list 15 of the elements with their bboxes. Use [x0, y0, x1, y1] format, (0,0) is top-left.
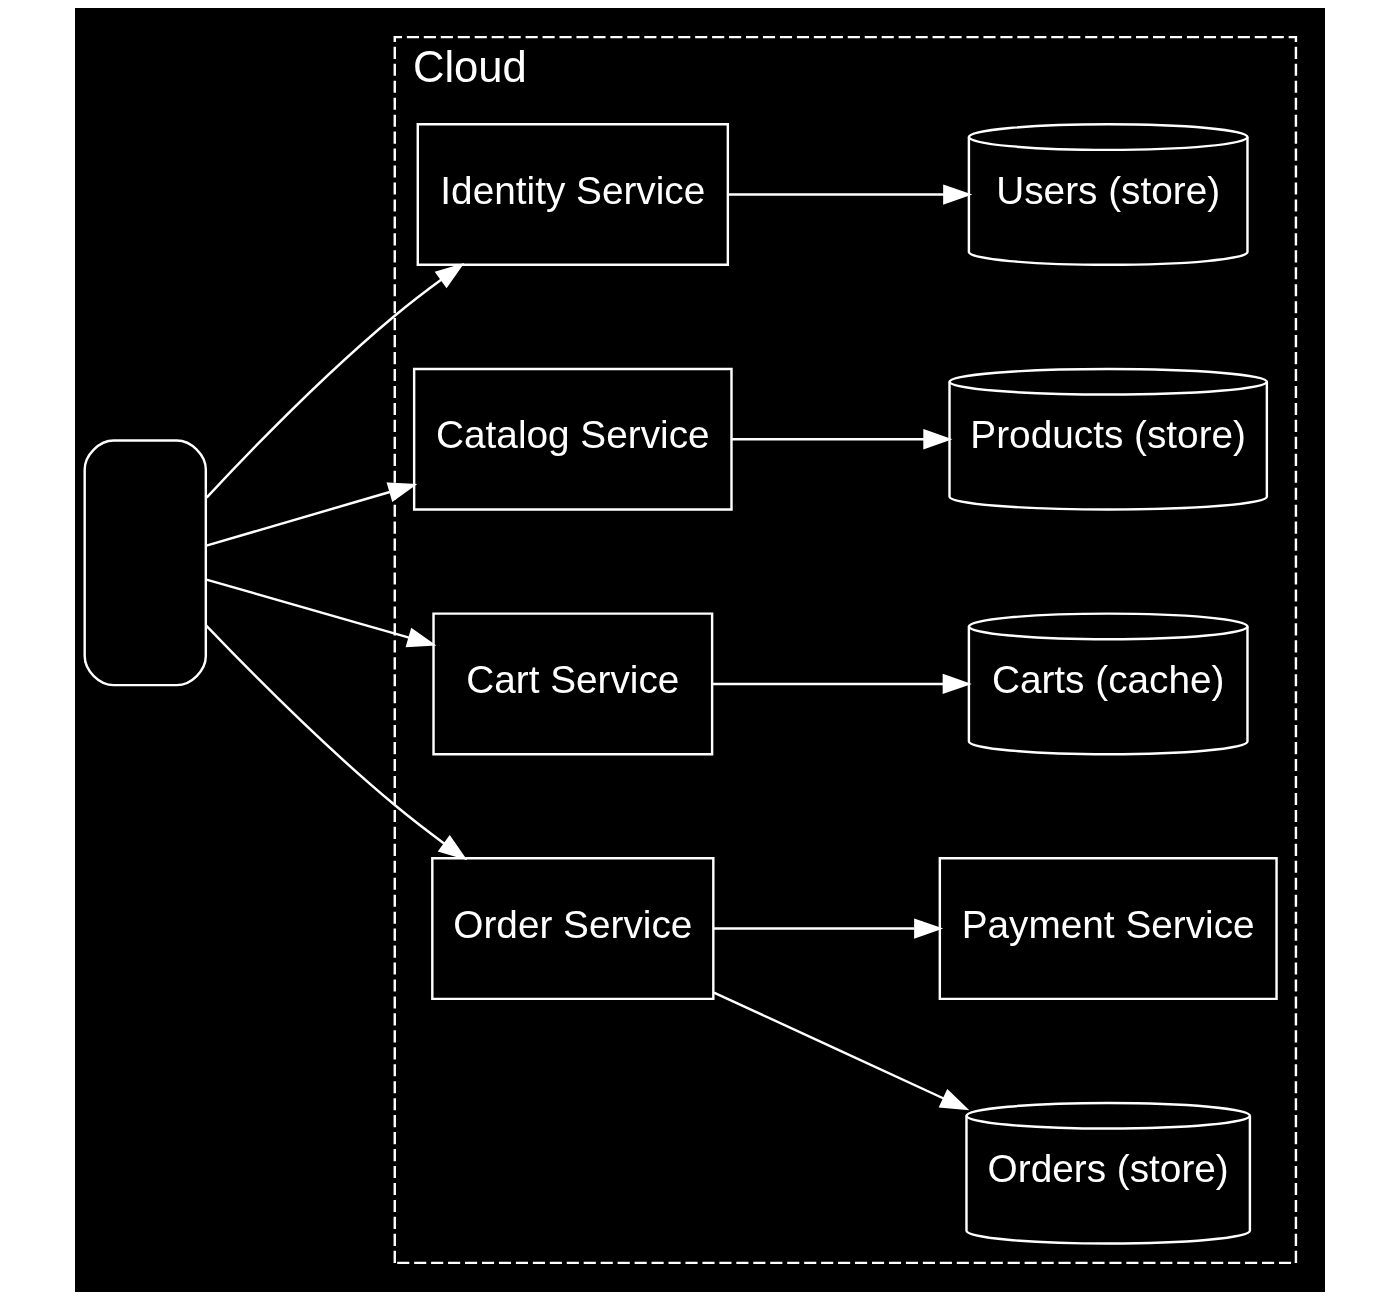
arrow: [206, 578, 437, 648]
node-box: Order Service: [431, 857, 715, 1001]
arrow: [206, 482, 418, 547]
arrow: [712, 673, 972, 695]
arrow: [713, 918, 944, 939]
arrow: [205, 624, 468, 861]
arrow: [728, 184, 973, 205]
arrow: [205, 263, 465, 499]
node-box: Identity Service: [416, 123, 730, 267]
arrow: [713, 991, 970, 1111]
arrow: [731, 429, 953, 450]
node-box: Payment Service: [938, 857, 1278, 1001]
node-box: Cart Service: [432, 612, 714, 756]
node-phone: [83, 439, 207, 687]
node-box: Catalog Service: [412, 367, 733, 511]
